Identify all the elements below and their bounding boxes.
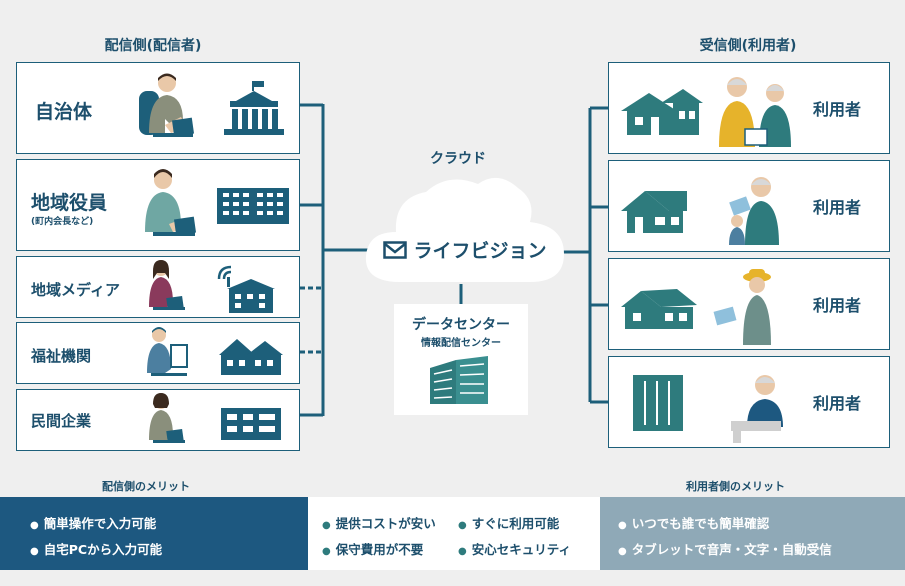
elderly-with-tablet-icon	[731, 375, 783, 443]
datacenter-box: データセンター 情報配信センター	[394, 304, 528, 415]
person-at-laptop-icon	[145, 169, 197, 236]
sender-name: 地域役員	[31, 192, 108, 214]
sender-box-private-company: 民間企業	[16, 389, 300, 451]
user-merit-band: ●いつでも誰でも簡単確認 ●タブレットで音声・文字・自動受信	[600, 497, 905, 570]
merit-item: ●自宅PCから入力可能	[30, 542, 163, 557]
user-label: 利用者	[812, 296, 861, 315]
worker-at-laptop-icon	[139, 73, 195, 137]
server-building-icon	[430, 356, 488, 404]
sender-name: 民間企業	[31, 412, 92, 430]
sender-sub: (町内会長など)	[31, 217, 94, 227]
sender-box-welfare: 福祉機関	[16, 322, 300, 384]
company-building-icon	[221, 408, 281, 440]
user-label: 利用者	[812, 100, 861, 119]
farmer-with-tablet-icon	[713, 269, 771, 345]
common-merit-band: ●提供コストが安い ●すぐに利用可能 ●保守費用が不要 ●安心セキュリティ	[308, 497, 600, 570]
broadcast-building-icon	[217, 265, 275, 313]
cloud-service: ライフビジョン	[370, 236, 560, 263]
sender-name: 福祉機関	[31, 347, 92, 365]
merit-item: ●すぐに利用可能	[458, 516, 560, 531]
government-building-icon	[224, 81, 284, 135]
house-icon	[621, 191, 687, 233]
merit-item: ●保守費用が不要	[322, 542, 424, 557]
datacenter-title: データセンター	[412, 317, 510, 333]
person-at-desktop-icon	[147, 327, 188, 376]
user-label: 利用者	[812, 394, 861, 413]
cloud-shape	[365, 177, 564, 282]
grandparent-with-child-icon	[729, 177, 779, 245]
receiver-heading: 受信側(利用者)	[699, 38, 797, 54]
mail-icon	[383, 240, 408, 259]
sender-box-municipality: 自治体	[16, 62, 300, 154]
datacenter-subtitle: 情報配信センター	[421, 338, 501, 349]
user-merit-title: 利用者側のメリット	[686, 480, 785, 493]
sender-heading: 配信側(配信者)	[104, 38, 202, 54]
sender-box-community-officer: 地域役員 (町内会長など)	[16, 159, 300, 251]
sender-box-local-media: 地域メディア	[16, 256, 300, 318]
merit-item: ●安心セキュリティ	[458, 542, 571, 557]
cloud-service-name: ライフビジョン	[413, 240, 547, 262]
elderly-couple-icon	[719, 77, 791, 147]
house-icon	[621, 289, 697, 329]
user-label: 利用者	[812, 198, 861, 217]
sender-merit-band: ●簡単操作で入力可能 ●自宅PCから入力可能	[0, 497, 308, 570]
sender-name: 自治体	[35, 101, 93, 123]
person-at-laptop-icon	[149, 393, 185, 444]
sender-name: 地域メディア	[31, 281, 120, 299]
apartment-building-icon	[633, 375, 683, 431]
merit-item: ●提供コストが安い	[322, 516, 436, 531]
merit-item: ●タブレットで音声・文字・自動受信	[618, 542, 832, 557]
user-box-3: 利用者	[608, 258, 890, 350]
sender-merit-title: 配信側のメリット	[102, 480, 190, 493]
user-box-4: 利用者	[608, 356, 890, 448]
cloud-label: クラウド	[430, 151, 486, 167]
house-facility-icon	[219, 339, 283, 375]
merit-item: ●いつでも誰でも簡単確認	[618, 516, 770, 531]
user-box-1: 利用者	[608, 62, 890, 154]
person-at-laptop-icon	[149, 260, 185, 311]
office-building-icon	[217, 188, 289, 224]
merit-item: ●簡単操作で入力可能	[30, 516, 157, 531]
user-box-2: 利用者	[608, 160, 890, 252]
house-icon	[621, 89, 703, 135]
